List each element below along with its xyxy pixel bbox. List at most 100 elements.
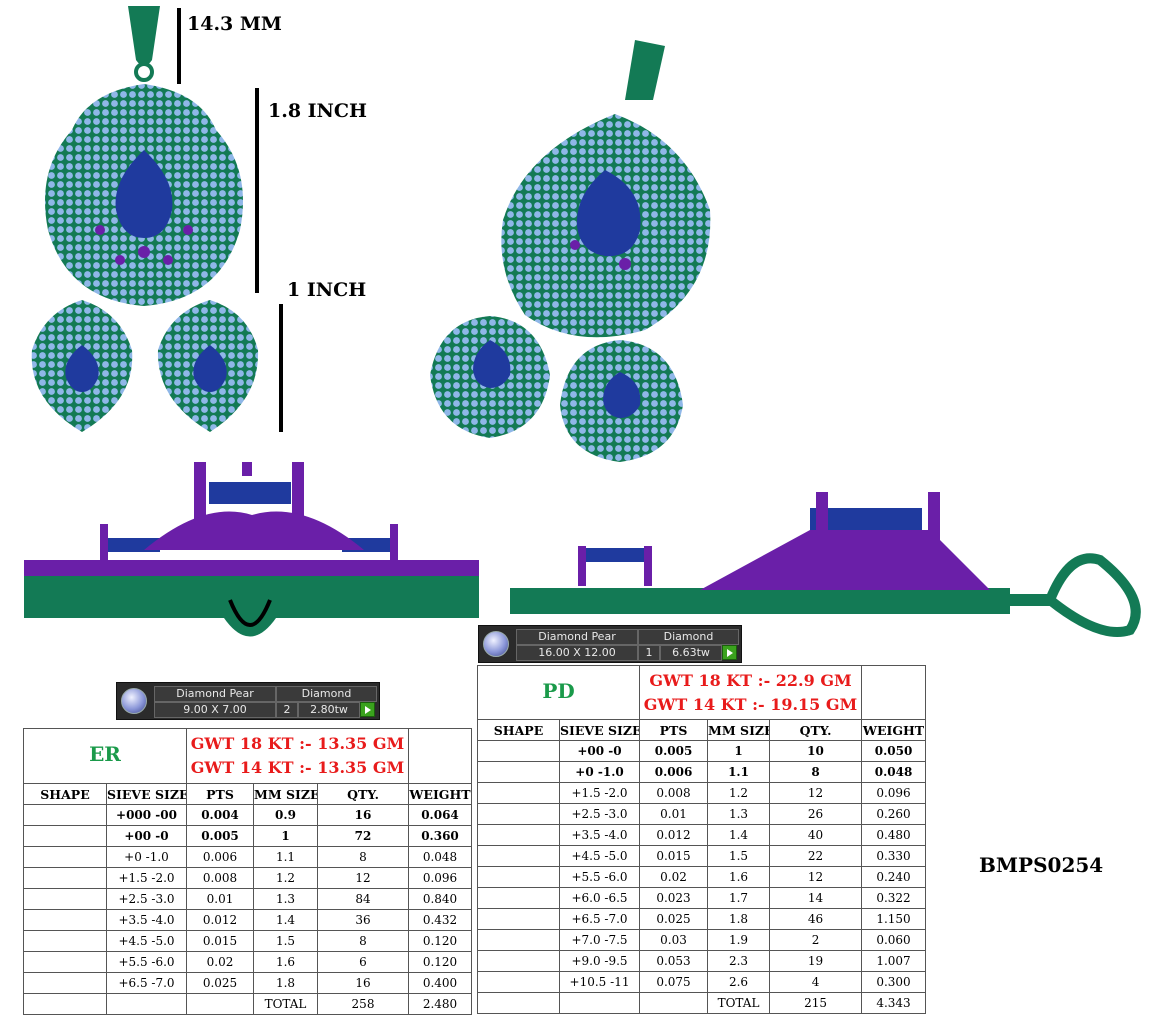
er-play-icon[interactable]	[360, 702, 375, 717]
cell-weight: 0.400	[408, 972, 472, 994]
er-table-title: ER	[89, 742, 121, 766]
pd-gwt-14kt: GWT 14 KT :- 19.15 GM	[643, 694, 858, 714]
cell-pts: 0.025	[186, 972, 254, 994]
pd-stone-count: 1	[638, 645, 660, 661]
cell-sieve: +7.0 -7.5	[558, 929, 641, 951]
cell-mm: 1.2	[707, 782, 771, 804]
cell-mm: 1.4	[707, 824, 771, 846]
pd-stone-size: 16.00 X 12.00	[516, 645, 638, 661]
cell-shape	[477, 929, 560, 951]
cell-shape	[477, 971, 560, 993]
er-stone-panel: Diamond Pear Diamond 9.00 X 7.00 2 2.80t…	[116, 682, 380, 720]
cell-sieve: +10.5 -11	[558, 971, 641, 993]
er-total-qty: 258	[317, 993, 409, 1015]
cell-weight: 0.480	[861, 824, 927, 846]
pd-col-pts: PTS	[639, 719, 709, 741]
cell-pts: 0.012	[639, 824, 709, 846]
pd-stone-type: Diamond	[638, 629, 739, 645]
pd-play-icon[interactable]	[722, 645, 737, 660]
er-stone-size: 9.00 X 7.00	[154, 702, 276, 718]
er-stone-weight: 2.80tw	[298, 702, 360, 718]
product-code: BMPS0254	[979, 853, 1104, 877]
cell-sieve: +1.5 -2.0	[558, 782, 641, 804]
cell-shape	[477, 950, 560, 972]
cell-sieve: +3.5 -4.0	[106, 909, 187, 931]
cell-qty: 10	[769, 740, 863, 762]
cell-sieve: +6.5 -7.0	[558, 908, 641, 930]
cell-weight: 0.096	[408, 867, 472, 889]
pd-spec-table: PD GWT 18 KT :- 22.9 GM GWT 14 KT :- 19.…	[476, 665, 927, 1014]
cell-sieve: +9.0 -9.5	[558, 950, 641, 972]
cell-pts: 0.023	[639, 887, 709, 909]
cell-pts: 0.006	[639, 761, 709, 783]
cell-shape	[477, 824, 560, 846]
cell-sieve: +000 -00	[106, 804, 187, 826]
cell-qty: 4	[769, 971, 863, 993]
cell-sieve: +5.5 -6.0	[558, 866, 641, 888]
cell-shape	[477, 740, 560, 762]
cell-sieve: +2.5 -3.0	[106, 888, 187, 910]
pd-col-shape: SHAPE	[477, 719, 560, 741]
cell-weight: 0.120	[408, 951, 472, 973]
cell-qty: 12	[769, 782, 863, 804]
cell-mm: 1.7	[707, 887, 771, 909]
cell-sieve: +6.5 -7.0	[106, 972, 187, 994]
cell-weight: 0.096	[861, 782, 927, 804]
cell-qty: 72	[317, 825, 409, 847]
cell-sieve: +4.5 -5.0	[106, 930, 187, 952]
cell-mm: 1.6	[707, 866, 771, 888]
cell-mm: 1.8	[253, 972, 318, 994]
cell-qty: 12	[317, 867, 409, 889]
er-col-sieve: SIEVE SIZE	[106, 783, 187, 805]
cell-weight: 0.432	[408, 909, 472, 931]
cell-mm: 1.5	[253, 930, 318, 952]
cell-pts: 0.03	[639, 929, 709, 951]
cell-qty: 12	[769, 866, 863, 888]
cell-pts: 0.008	[639, 782, 709, 804]
er-stone-type: Diamond	[276, 686, 377, 702]
cell-sieve: +00 -0	[558, 740, 641, 762]
cell-qty: 6	[317, 951, 409, 973]
cell-sieve: +4.5 -5.0	[558, 845, 641, 867]
er-gwt-18kt: GWT 18 KT :- 13.35 GM	[190, 734, 405, 753]
cell-pts: 0.01	[186, 888, 254, 910]
cell-mm: 1.1	[253, 846, 318, 868]
cell-weight: 1.007	[861, 950, 927, 972]
cell-pts: 0.004	[186, 804, 254, 826]
cell-weight: 0.840	[408, 888, 472, 910]
cell-pts: 0.01	[639, 803, 709, 825]
cell-sieve: +5.5 -6.0	[106, 951, 187, 973]
cell-mm: 1.3	[707, 803, 771, 825]
cell-mm: 1.8	[707, 908, 771, 930]
cell-weight: 0.240	[861, 866, 927, 888]
cell-pts: 0.005	[639, 740, 709, 762]
jewelry-render-side-pendant	[510, 492, 1141, 637]
cell-pts: 0.02	[639, 866, 709, 888]
er-col-qty: QTY.	[317, 783, 409, 805]
cell-sieve: +2.5 -3.0	[558, 803, 641, 825]
cell-shape	[477, 866, 560, 888]
jewelry-render-side-earring	[24, 462, 479, 637]
pd-col-weight: WEIGHT	[861, 719, 927, 741]
cell-shape	[477, 803, 560, 825]
pd-stone-weight: 6.63tw	[660, 645, 722, 661]
cell-qty: 36	[317, 909, 409, 931]
cell-shape	[23, 951, 107, 973]
er-stone-count: 2	[276, 702, 298, 718]
er-table-container: ER GWT 18 KT :- 13.35 GM GWT 14 KT :- 13…	[23, 728, 472, 1015]
pendant-dimension-label: 1.8 INCH	[268, 100, 367, 122]
er-total-row: TOTAL 258 2.480	[23, 993, 472, 1015]
